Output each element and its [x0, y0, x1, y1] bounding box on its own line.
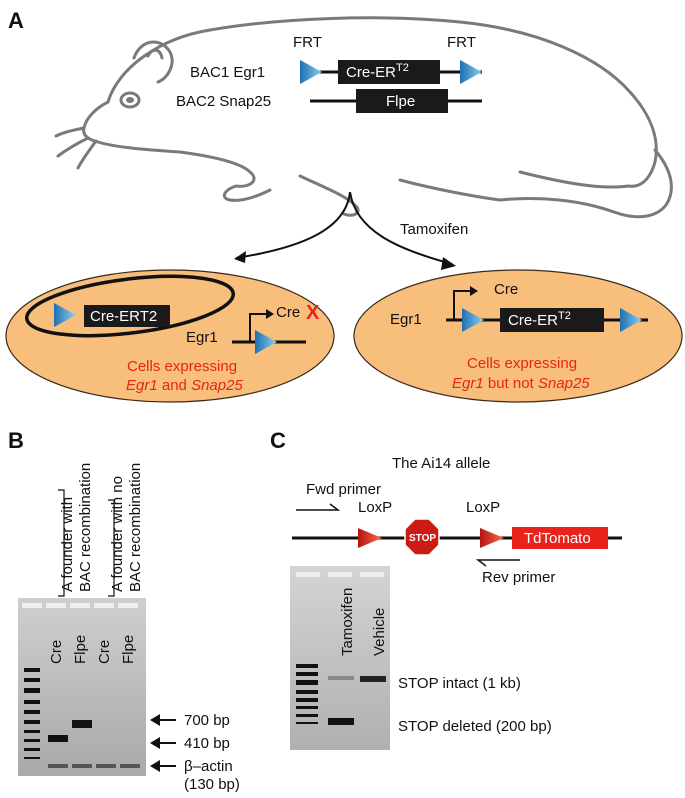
loxp-right-label: LoxP — [466, 499, 500, 516]
lane-b-4: Flpe — [120, 635, 137, 664]
plasmid-frt-icon — [54, 303, 76, 327]
frt-left-label: FRT — [293, 34, 322, 51]
band-b-cre-410 — [48, 735, 68, 742]
panel-c-letter: C — [270, 428, 286, 453]
rev-primer-arrow — [475, 559, 520, 567]
gel-c-wells — [296, 572, 384, 577]
mouse-illustration — [54, 16, 673, 219]
group1-bracket — [58, 489, 65, 597]
left-promoter-arrow — [249, 313, 270, 342]
rev-primer-label: Rev primer — [482, 569, 555, 586]
plasmid-cre-box — [84, 305, 170, 327]
right-cre-label: Cre — [494, 281, 518, 298]
marker-actin-size: (130 bp) — [184, 776, 240, 793]
band-b-actin-1 — [48, 764, 68, 768]
allele-title: The Ai14 allele — [392, 455, 490, 472]
lane-b-2: Flpe — [72, 635, 89, 664]
group2-bracket — [108, 499, 115, 597]
group1-line1: A founder with — [59, 497, 76, 592]
tamoxifen-label: Tamoxifen — [400, 221, 468, 238]
band-b-flpe-700 — [72, 720, 92, 728]
right-promoter-head — [470, 286, 478, 296]
frt-left-icon — [300, 60, 322, 84]
loxp-right-icon — [480, 528, 504, 548]
tdtomato-label: TdTomato — [524, 530, 591, 547]
left-cell-text-2: Egr1 and Snap25 — [126, 377, 243, 394]
panel-b-letter: B — [8, 428, 24, 453]
group2-line1: A founder with no — [109, 476, 126, 592]
marker-actin: β–actin — [184, 758, 233, 775]
lane-b-1: Cre — [48, 640, 65, 664]
lane-b-3: Cre — [96, 640, 113, 664]
gel-b-wells — [22, 603, 138, 608]
panel-a-letter: A — [8, 8, 24, 33]
left-cre-blocked-x: X — [306, 302, 320, 324]
right-promoter-arrow — [453, 290, 474, 320]
band-c-veh-1kb — [360, 676, 386, 682]
loxp-left-icon — [358, 528, 382, 548]
marker-410: 410 bp — [184, 735, 230, 752]
right-cre-ert2-label: Cre-ERT2 — [508, 310, 571, 329]
fwd-primer-label: Fwd primer — [306, 481, 381, 498]
loxp-left-label: LoxP — [358, 499, 392, 516]
gel-c-ladder — [296, 664, 318, 724]
fwd-primer-arrow — [296, 503, 341, 511]
band-b-actin-4 — [120, 764, 140, 768]
branch-arrows — [235, 191, 453, 265]
frt-right-icon — [460, 60, 482, 84]
lane-c-2: Vehicle — [371, 608, 388, 656]
band-stop-intact: STOP intact (1 kb) — [398, 675, 521, 692]
group2-line2: BAC recombination — [127, 463, 144, 592]
band-stop-deleted: STOP deleted (200 bp) — [398, 718, 552, 735]
bac2-label: BAC2 Snap25 — [176, 93, 271, 110]
tdtomato-box — [512, 527, 608, 549]
frt-right-label: FRT — [447, 34, 476, 51]
left-cell-text-1: Cells expressing — [127, 358, 237, 375]
gel-b — [18, 598, 146, 776]
right-cre-ert2-box — [500, 308, 604, 332]
left-cell — [5, 269, 335, 403]
gel-b-marker-heads — [150, 714, 160, 772]
marker-700: 700 bp — [184, 712, 230, 729]
flpe-label: Flpe — [386, 93, 415, 110]
left-promoter-head — [266, 309, 274, 319]
right-frt-right-icon — [620, 308, 642, 332]
cre-ert2-box — [338, 60, 440, 84]
right-cell — [353, 269, 683, 403]
band-c-tam-1kb — [328, 676, 354, 680]
plasmid-cre-label: Cre-ERT2 — [90, 308, 157, 325]
lane-c-1: Tamoxifen — [339, 588, 356, 656]
right-cell-text-1: Cells expressing — [467, 355, 577, 372]
group1-line2: BAC recombination — [77, 463, 94, 592]
mouse-pupil — [126, 97, 134, 103]
stop-sign-icon — [404, 518, 440, 556]
gel-b-ladder — [24, 668, 40, 759]
right-egr1-label: Egr1 — [390, 311, 422, 328]
left-frt-icon — [255, 330, 277, 354]
arrow-left-head — [234, 251, 246, 263]
left-egr1-label: Egr1 — [186, 329, 218, 346]
arrow-right-head — [441, 257, 456, 270]
cre-ert2-label: Cre-ERT2 — [346, 62, 409, 81]
right-cell-text-2: Egr1 but not Snap25 — [452, 375, 590, 392]
flpe-box — [356, 89, 448, 113]
bac1-label: BAC1 Egr1 — [190, 64, 265, 81]
band-b-actin-3 — [96, 764, 116, 768]
left-cre-label: Cre — [276, 304, 300, 321]
right-frt-left-icon — [462, 308, 484, 332]
band-b-actin-2 — [72, 764, 92, 768]
excised-plasmid — [24, 274, 236, 338]
band-c-tam-200bp — [328, 718, 354, 725]
stop-label: STOP — [409, 533, 436, 544]
